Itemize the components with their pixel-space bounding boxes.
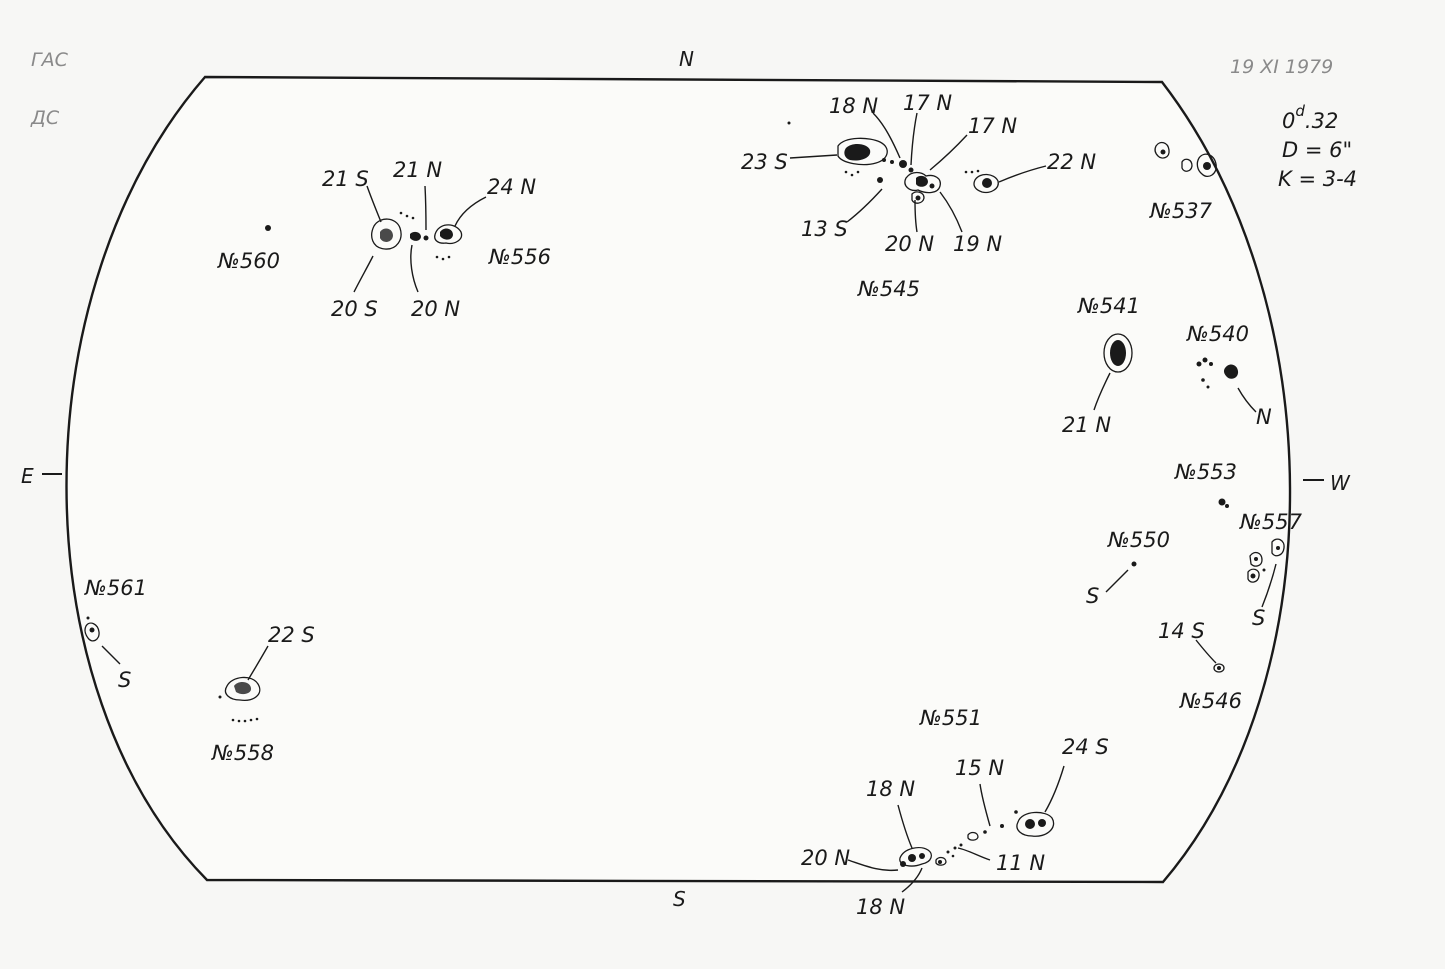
observer-label: ДС	[30, 107, 60, 129]
south-label: S	[673, 887, 686, 911]
solar-disk-outline	[65, 75, 1292, 884]
label-551-18n-a: 18 N	[866, 777, 915, 801]
group-label-541: №541	[1077, 294, 1140, 318]
label-545-20n: 20 N	[885, 232, 934, 256]
label-540-n: N	[1256, 405, 1272, 429]
time-main: 0	[1282, 109, 1295, 133]
label-556-24n: 24 N	[487, 175, 536, 199]
group-556-spots	[371, 211, 463, 261]
label-545-19n: 19 N	[953, 232, 1002, 256]
label-551-20n: 20 N	[801, 846, 850, 870]
group-537-spots	[1154, 141, 1217, 178]
label-545-13s: 13 S	[801, 217, 848, 241]
group-label-553: №553	[1174, 460, 1237, 484]
group-557-spots	[1247, 538, 1285, 583]
label-550-s: S	[1086, 584, 1099, 608]
group-545-spots	[787, 121, 999, 204]
group-553-spots	[1218, 498, 1229, 508]
spot-550	[1131, 561, 1137, 567]
label-551-24s: 24 S	[1062, 735, 1109, 759]
label-556-20s: 20 S	[331, 297, 378, 321]
quality-label: K = 3-4	[1278, 167, 1357, 191]
west-label: W	[1330, 471, 1351, 495]
time-label: 0d.32	[1282, 102, 1338, 133]
group-label-546: №546	[1179, 689, 1242, 713]
time-rest: .32	[1305, 109, 1338, 133]
label-545-18n: 18 N	[829, 94, 878, 118]
group-label-557: №557	[1239, 510, 1303, 534]
group-label-537: №537	[1149, 199, 1213, 223]
group-label-550: №550	[1107, 528, 1170, 552]
label-561-s: S	[118, 668, 131, 692]
group-label-561: №561	[84, 576, 147, 600]
group-label-545: №545	[857, 277, 920, 301]
label-551-15n: 15 N	[955, 756, 1004, 780]
label-546-14s: 14 S	[1158, 619, 1205, 643]
group-label-551: №551	[919, 706, 982, 730]
group-561-spots	[84, 616, 100, 642]
east-label: E	[21, 464, 34, 488]
label-545-23s: 23 S	[741, 150, 788, 174]
seeing-label: D = 6"	[1282, 138, 1352, 162]
label-545-22n: 22 N	[1047, 150, 1096, 174]
group-541-spots	[1103, 333, 1133, 373]
label-556-21s: 21 S	[322, 167, 369, 191]
observatory-label: ГАС	[31, 49, 69, 71]
label-556-21n: 21 N	[393, 158, 442, 182]
group-551-spots	[899, 810, 1055, 867]
label-545-17n-b: 17 N	[968, 114, 1017, 138]
group-558-spots	[218, 676, 261, 723]
group-label-560: №560	[217, 249, 280, 273]
label-541-21n: 21 N	[1062, 413, 1111, 437]
label-551-18n-b: 18 N	[856, 895, 905, 919]
label-558-22s: 22 S	[268, 623, 315, 647]
time-sup: d	[1295, 102, 1305, 120]
label-557-s: S	[1252, 606, 1265, 630]
group-546-spots	[1213, 663, 1225, 673]
north-label: N	[679, 47, 694, 71]
group-label-540: №540	[1186, 322, 1249, 346]
label-551-11n: 11 N	[996, 851, 1045, 875]
date-label: 19 XI 1979	[1230, 56, 1333, 78]
spot-560	[265, 225, 271, 231]
group-540-spots	[1196, 357, 1239, 389]
label-556-20n: 20 N	[411, 297, 460, 321]
group-label-558: №558	[211, 741, 274, 765]
label-545-17n-a: 17 N	[903, 91, 952, 115]
group-label-556: №556	[488, 245, 551, 269]
